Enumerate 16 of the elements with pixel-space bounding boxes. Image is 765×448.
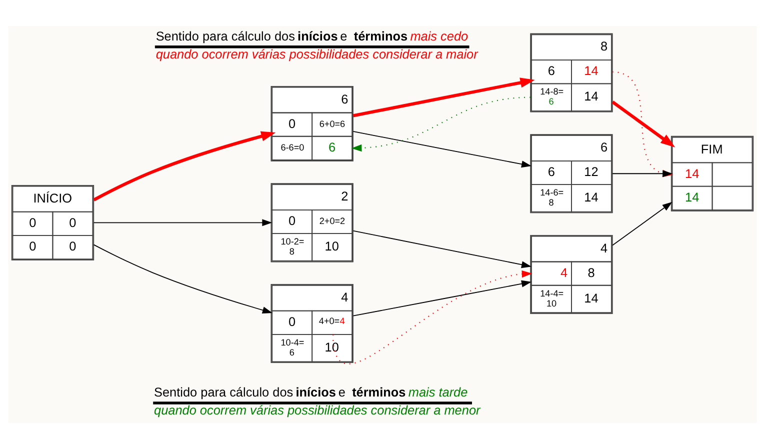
label: Sentido para cálculo dos inícios e términos mais cedo xyxy=(156,28,468,43)
label: Sentido para cálculo dos inícios e términos mais tarde xyxy=(154,384,468,399)
arrow xyxy=(352,130,532,168)
arrow xyxy=(332,270,532,364)
arrow xyxy=(612,100,676,147)
arrow xyxy=(612,201,672,246)
arrow xyxy=(93,130,276,201)
arrow xyxy=(352,77,535,117)
arrow xyxy=(351,96,531,152)
label: quando ocorrem várias possibilidades considerar a maior xyxy=(156,46,478,61)
arrow xyxy=(612,170,673,177)
label: quando ocorrem várias possibilidades considerar a menor xyxy=(154,402,480,418)
arrow xyxy=(93,218,272,226)
arrow xyxy=(352,230,532,268)
arrow xyxy=(352,280,532,316)
arrow xyxy=(93,244,272,314)
